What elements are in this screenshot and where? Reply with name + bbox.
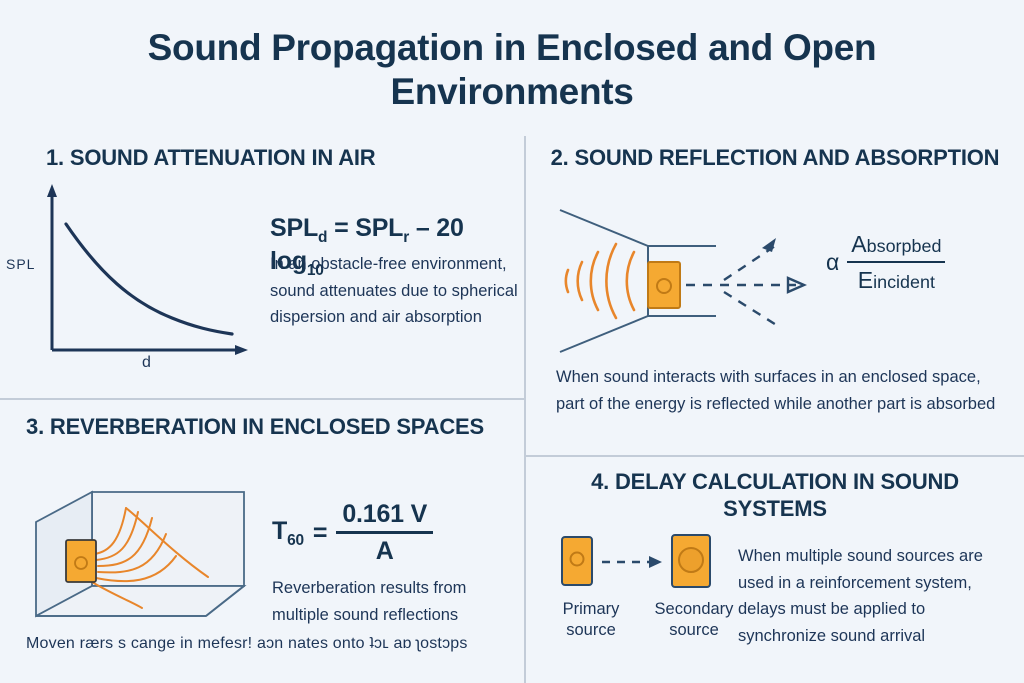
- absorption-denominator: Eincident: [847, 261, 946, 294]
- section-2-heading: 2. SOUND REFLECTION AND ABSORPTION: [550, 145, 1000, 170]
- chart-y-axis-label: SPL: [6, 256, 36, 272]
- secondary-source-label: Secondary source: [642, 599, 746, 640]
- primary-source-label-line2: source: [566, 620, 616, 639]
- section-delay-calculation: 4. DELAY CALCULATION IN SOUND SYSTEMS Pr…: [526, 457, 1024, 683]
- attenuation-chart: SPL d: [4, 178, 260, 371]
- absorption-denominator-rest: incident: [873, 272, 935, 292]
- primary-source-label: Primary source: [548, 599, 634, 640]
- section-4-heading: 4. DELAY CALCULATION IN SOUND SYSTEMS: [591, 469, 959, 521]
- absorption-numerator: Absorpbed: [847, 231, 945, 261]
- section-3-footnote: Moven rærs s cange in mefesr! aɔn nates …: [26, 635, 468, 652]
- rt60-denominator: A: [336, 531, 434, 566]
- absorption-numerator-initial: A: [851, 231, 867, 257]
- section-3-body: Reverberation results from multiple soun…: [272, 579, 467, 624]
- spl-formula-rhs: SPL: [355, 214, 404, 242]
- rt60-formula: T60 = 0.161 V A: [272, 500, 517, 566]
- primary-source-label-line1: Primary: [562, 600, 620, 618]
- absorption-fraction: Absorpbed Eincident: [847, 231, 946, 294]
- spl-formula-lhs-sub: d: [318, 229, 328, 246]
- spl-formula-equals: =: [334, 214, 349, 242]
- section-1-heading: 1. SOUND ATTENUATION IN AIR: [46, 145, 376, 170]
- section-1-body: In an obstacle-free environment, sound a…: [270, 255, 518, 327]
- rt60-numerator: 0.161 V: [342, 500, 428, 528]
- rt60-lhs-sub: 60: [287, 531, 304, 549]
- section-reverberation: 3. REVERBERATION IN ENCLOSED SPACES: [0, 400, 524, 683]
- absorption-coefficient-formula: α Absorpbed Eincident: [826, 231, 1016, 294]
- rt60-fraction: 0.161 V A: [336, 500, 434, 566]
- spl-formula-log-base: 10: [306, 262, 324, 279]
- divider-vertical-center: [524, 136, 526, 683]
- spl-formula-rhs-sub: r: [403, 229, 410, 246]
- section-3-heading: 3. REVERBERATION IN ENCLOSED SPACES: [26, 414, 484, 439]
- absorption-denominator-initial: E: [857, 267, 874, 293]
- spl-formula: SPLd = SPLr – 20 log10: [270, 214, 520, 280]
- alpha-symbol: α: [826, 249, 840, 275]
- divider-horizontal-right: [524, 455, 1024, 457]
- spl-formula-term: – 20 log: [270, 214, 464, 275]
- secondary-source-label-line1: Secondary: [654, 600, 734, 618]
- spl-formula-lhs: SPL: [270, 214, 319, 242]
- delay-sources-diagram: [554, 533, 744, 591]
- absorption-numerator-rest: bsorpbed: [866, 236, 942, 256]
- secondary-source-label-line2: source: [669, 620, 719, 639]
- rt60-lhs-symbol: T: [272, 516, 288, 545]
- section-reflection-absorption: 2. SOUND REFLECTION AND ABSORPTION: [526, 136, 1024, 455]
- section-sound-attenuation: 1. SOUND ATTENUATION IN AIR SPL d SPLd =…: [0, 136, 524, 398]
- chart-x-axis-label: d: [142, 354, 151, 371]
- rt60-lhs: T60: [272, 517, 304, 550]
- reverberation-room-diagram: [26, 478, 258, 623]
- page-title: Sound Propagation in Enclosed and Open E…: [147, 27, 877, 112]
- rt60-equals: =: [312, 518, 328, 547]
- section-4-body: When multiple sound sources are used in …: [738, 547, 983, 646]
- reflection-diagram: [548, 204, 848, 354]
- divider-horizontal-left: [0, 398, 524, 400]
- section-2-body: When sound interacts with surfaces in an…: [556, 368, 996, 413]
